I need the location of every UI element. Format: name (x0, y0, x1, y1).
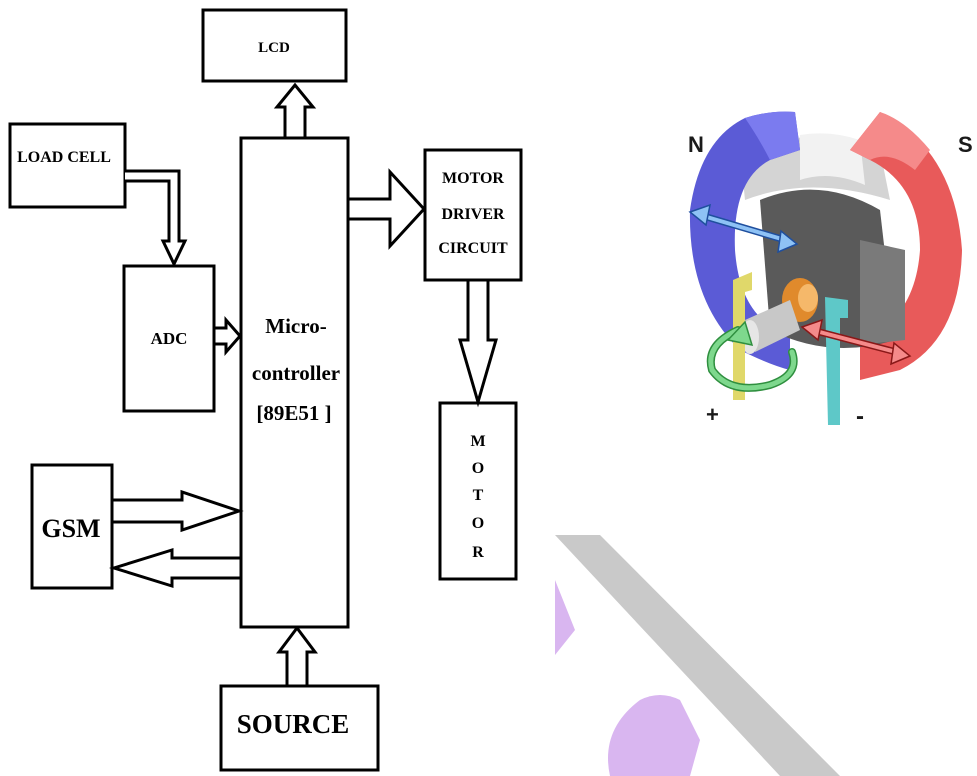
motor-driver-line-1: MOTOR (442, 170, 504, 187)
watermark (555, 535, 840, 776)
dc-motor-illustration: N S + - (688, 111, 973, 430)
microcontroller-line-2: controller (252, 361, 340, 385)
motor-letter-4: O (472, 515, 484, 532)
motor-letter-3: T (473, 487, 484, 504)
motor-driver-block: MOTOR DRIVER CIRCUIT (423, 148, 523, 282)
gsm-to-mcu-arrow (110, 489, 244, 533)
motor-driver-line-2: DRIVER (441, 206, 505, 223)
plus-label: + (706, 402, 719, 427)
mcu-to-gsm-arrow (108, 547, 243, 589)
lcd-label: LCD (258, 40, 290, 56)
mcu-to-lcd-arrow (273, 82, 317, 140)
north-label: N (688, 132, 704, 157)
gsm-label: GSM (41, 514, 100, 543)
microcontroller-line-3: [89E51 ] (256, 401, 331, 425)
north-magnet (689, 111, 800, 370)
gsm-block: GSM (30, 463, 114, 590)
adc-block: ADC (122, 264, 216, 413)
motor-letter-2: O (472, 460, 484, 477)
load-cell-block: LOAD CELL (8, 122, 127, 209)
motor-block: M O T O R (438, 401, 518, 581)
microcontroller-line-1: Micro- (265, 314, 326, 338)
motor-letter-1: M (470, 433, 485, 450)
minus-label: - (856, 403, 864, 430)
loadcell-to-adc-arrow (125, 169, 188, 268)
field-arrow-blue (688, 203, 799, 254)
motor-driver-line-3: CIRCUIT (438, 240, 508, 257)
lcd-block: LCD (201, 8, 348, 83)
microcontroller-block: Micro- controller [89E51 ] (239, 136, 350, 629)
motor-letter-5: R (472, 544, 484, 561)
rotation-arrow (706, 320, 798, 392)
adc-to-mcu-arrow (212, 316, 242, 356)
load-cell-label: LOAD CELL (17, 149, 111, 166)
mcu-to-driver-arrow (346, 168, 427, 250)
south-magnet (850, 112, 962, 380)
driver-to-motor-arrow (458, 278, 498, 408)
source-to-mcu-arrow (276, 625, 318, 688)
south-label: S (958, 132, 973, 157)
adc-label: ADC (151, 329, 188, 348)
minus-brush (825, 297, 848, 425)
field-arrow-red (800, 318, 912, 366)
source-block: SOURCE (219, 684, 380, 772)
source-label: SOURCE (237, 709, 350, 739)
